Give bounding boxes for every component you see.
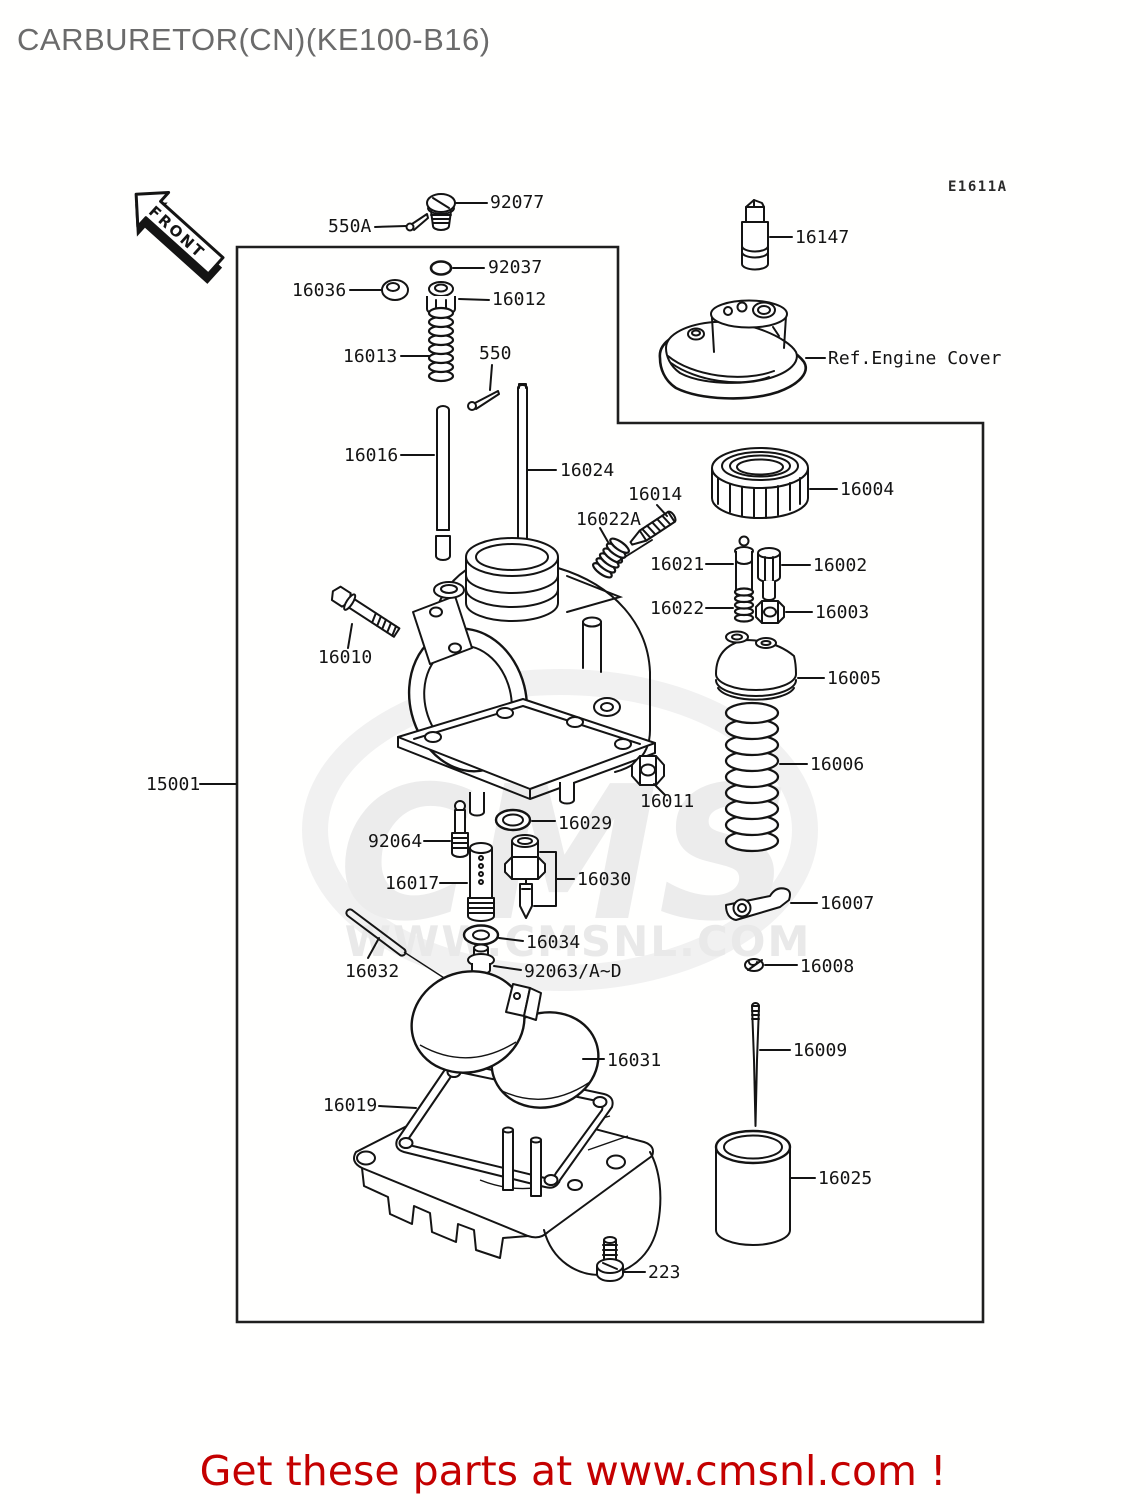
front-direction-arrow: FRONT (134, 190, 225, 284)
part-16005-drawing (715, 630, 797, 701)
part-label-16147: 16147 (795, 227, 849, 248)
part-16024-drawing (517, 383, 528, 552)
part-label-550a: 550A (328, 216, 372, 237)
part-label-16006: 16006 (810, 754, 864, 775)
part-label-16022: 16022 (650, 598, 704, 619)
part-16013-drawing (427, 306, 455, 383)
engine-cover-drawing (658, 299, 807, 400)
part-label-16007: 16007 (820, 893, 874, 914)
exploded-parts-diagram: E1611A CMS WWW.CMSNL.COM FRONT (134, 179, 1008, 1324)
part-label-16014: 16014 (628, 484, 682, 505)
part-16014-drawing (629, 510, 677, 546)
part-16030-drawing (504, 834, 546, 919)
part-16034-drawing (462, 924, 500, 946)
part-label-16016: 16016 (344, 445, 398, 466)
part-label-16024: 16024 (560, 460, 614, 481)
bowl-standpipes-drawing (502, 1126, 542, 1197)
diagram-code: E1611A (948, 179, 1008, 195)
part-label-16005: 16005 (827, 668, 881, 689)
part-label-16017: 16017 (385, 873, 439, 894)
part-label-16025: 16025 (818, 1168, 872, 1189)
part-label-92037: 92037 (488, 257, 542, 278)
part-labels: 92077 550A 92037 16036 16012 16013 550 1… (146, 192, 1002, 1283)
part-label-16030: 16030 (577, 869, 631, 890)
part-16006-drawing (724, 701, 780, 853)
part-label-92063: 92063/A~D (524, 961, 622, 982)
footer-banner: Get these parts at www.cmsnl.com ! (199, 1447, 947, 1495)
part-label-16029: 16029 (558, 813, 612, 834)
part-label-92077: 92077 (490, 192, 544, 213)
part-label-223: 223 (648, 1262, 681, 1283)
part-16004-drawing (711, 447, 809, 519)
part-label-16012: 16012 (492, 289, 546, 310)
part-label-16008: 16008 (800, 956, 854, 977)
part-16008-drawing (744, 958, 764, 972)
part-label-92064: 92064 (368, 831, 422, 852)
part-label-16022a: 16022A (576, 509, 641, 530)
part-label-16036: 16036 (292, 280, 346, 301)
part-label-550: 550 (479, 343, 512, 364)
part-16147-drawing (741, 199, 769, 271)
part-label-16004: 16004 (840, 479, 894, 500)
part-223-drawing (596, 1236, 624, 1282)
part-label-16002: 16002 (813, 555, 867, 576)
part-16036-drawing (381, 279, 409, 301)
part-label-16019: 16019 (323, 1095, 377, 1116)
leader-lines (199, 202, 838, 1273)
part-16017-drawing (467, 842, 495, 922)
part-16011-drawing (631, 755, 665, 786)
diagram-border-box (235, 245, 985, 1324)
part-label-ref-engine-cover: Ref.Engine Cover (828, 348, 1002, 369)
part-92077-drawing (426, 193, 456, 231)
part-label-16011: 16011 (640, 791, 694, 812)
part-label-16010: 16010 (318, 647, 372, 668)
watermark-url-text: WWW.CMSNL.COM (345, 917, 812, 966)
part-16029-drawing (494, 808, 532, 832)
part-550-drawing (467, 390, 500, 411)
part-label-16031: 16031 (607, 1050, 661, 1071)
part-label-15001: 15001 (146, 774, 200, 795)
part-16022-drawing (733, 587, 755, 623)
part-label-16003: 16003 (815, 602, 869, 623)
part-label-16034: 16034 (526, 932, 580, 953)
part-label-16013: 16013 (343, 346, 397, 367)
part-92037-drawing (429, 260, 453, 276)
part-16009-drawing (751, 1002, 760, 1127)
part-label-16009: 16009 (793, 1040, 847, 1061)
part-16010-drawing (330, 585, 401, 638)
part-16003-drawing (755, 600, 785, 624)
part-16022a-drawing (591, 537, 631, 579)
part-550a-drawing (405, 213, 429, 232)
page-title: CARBURETOR(CN)(KE100-B16) (17, 22, 491, 57)
part-16002-drawing (757, 547, 781, 601)
part-16007-drawing (725, 887, 791, 921)
part-92064-drawing (451, 800, 469, 858)
part-label-16021: 16021 (650, 554, 704, 575)
part-16016-drawing (435, 405, 451, 561)
part-16025-drawing (714, 1129, 792, 1246)
part-label-16032: 16032 (345, 961, 399, 982)
part-16031-floats-drawing (410, 970, 600, 1109)
